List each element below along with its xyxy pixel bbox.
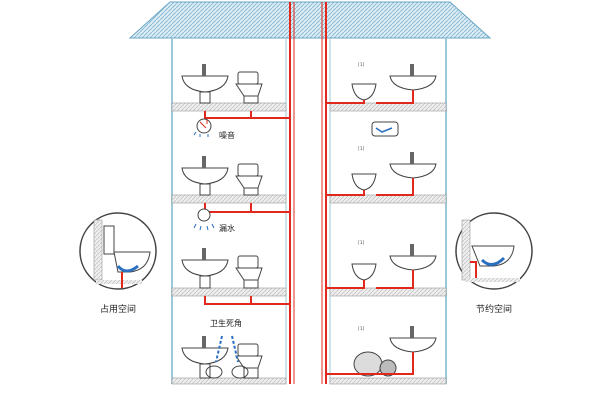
left-side-label: 占用空间 bbox=[100, 303, 136, 315]
left-floor-1-fixtures bbox=[181, 64, 290, 119]
roof bbox=[128, 1, 492, 39]
fixture-tag: [1] bbox=[358, 326, 365, 332]
right-floor-2-fixtures: [1] bbox=[326, 121, 437, 196]
fixture-tag: [1] bbox=[358, 240, 365, 246]
drain-stacks bbox=[289, 2, 327, 384]
right-detail-magnifier: 节约空间 bbox=[455, 212, 533, 315]
left-floor-2-fixtures bbox=[181, 156, 290, 213]
left-detail-magnifier: 占用空间 bbox=[79, 212, 157, 315]
right-floor-3-fixtures: [1] bbox=[326, 240, 437, 289]
noise-label: 噪音 bbox=[219, 130, 235, 140]
floor-slabs bbox=[171, 102, 447, 385]
left-floor-4-fixtures: 卫生死角 bbox=[181, 318, 263, 379]
right-floor-1-fixtures: [1] bbox=[326, 62, 437, 104]
noise-indicator: 噪音 bbox=[193, 118, 235, 140]
leak-label: 漏水 bbox=[219, 223, 235, 233]
leak-indicator: 漏水 bbox=[193, 208, 235, 233]
fixture-tag: [1] bbox=[358, 146, 365, 152]
fixture-tag: [1] bbox=[358, 62, 365, 68]
right-side-label: 节约空间 bbox=[476, 303, 512, 315]
dead-corner-label: 卫生死角 bbox=[210, 318, 242, 328]
left-floor-3-fixtures bbox=[181, 248, 290, 305]
right-floor-4-fixtures: [1] bbox=[326, 326, 437, 377]
